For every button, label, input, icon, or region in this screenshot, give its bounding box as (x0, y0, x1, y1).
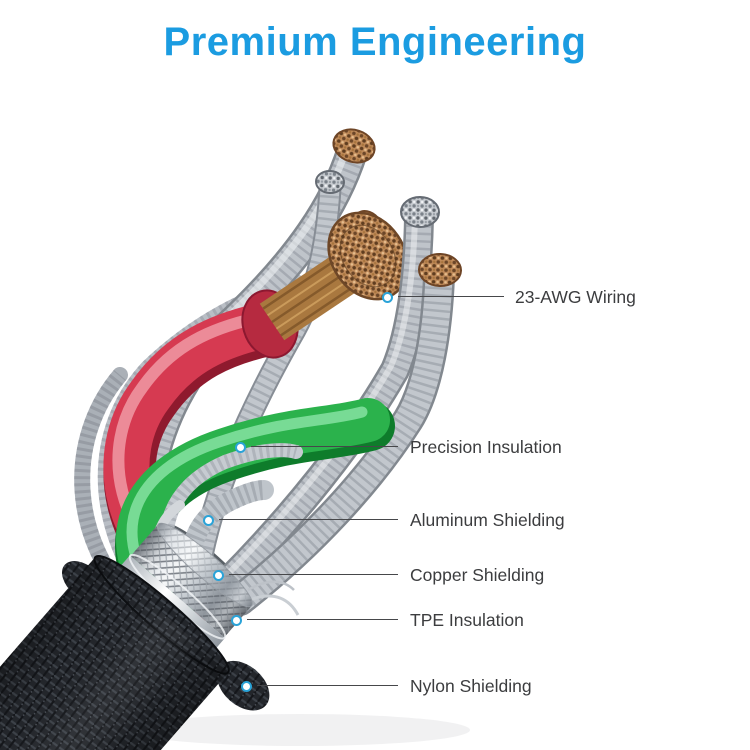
wire-end-copper (418, 252, 462, 288)
callout-leader-line (219, 519, 398, 520)
wire-end-copper (332, 128, 376, 164)
callout-marker-dot (235, 442, 246, 453)
callout-marker-dot (213, 570, 224, 581)
callout-leader-line (251, 446, 398, 447)
callout-marker-dot (382, 292, 393, 303)
cable-shadow (130, 714, 470, 746)
copper-wire-strands (259, 211, 409, 341)
callout-marker-dot (231, 615, 242, 626)
callout-label-precision-insulation: Precision Insulation (410, 437, 562, 457)
wire-end-silver (400, 195, 440, 229)
callout-marker-dot (203, 515, 214, 526)
callout-label-tpe-insulation: TPE Insulation (410, 610, 524, 630)
callout-label-nylon-shielding: Nylon Shielding (410, 676, 532, 696)
callout-label-aluminum-shielding: Aluminum Shielding (410, 510, 565, 530)
callout-marker-dot (241, 681, 252, 692)
page-title: Premium Engineering (163, 20, 587, 64)
twisted-pair-wire (224, 260, 455, 616)
callout-leader-line (257, 685, 398, 686)
copper-shield-collar (130, 522, 253, 638)
twisted-pair-wire (210, 203, 434, 600)
callout-leader-line (229, 574, 398, 575)
callout-label-copper-shielding: Copper Shielding (410, 565, 545, 585)
nylon-braided-sheath (0, 554, 270, 750)
wire-end-silver (315, 169, 345, 195)
callout-leader-line (398, 296, 504, 297)
callout-label-23awg-wiring: 23-AWG Wiring (515, 287, 636, 307)
callout-leader-line (247, 619, 398, 620)
